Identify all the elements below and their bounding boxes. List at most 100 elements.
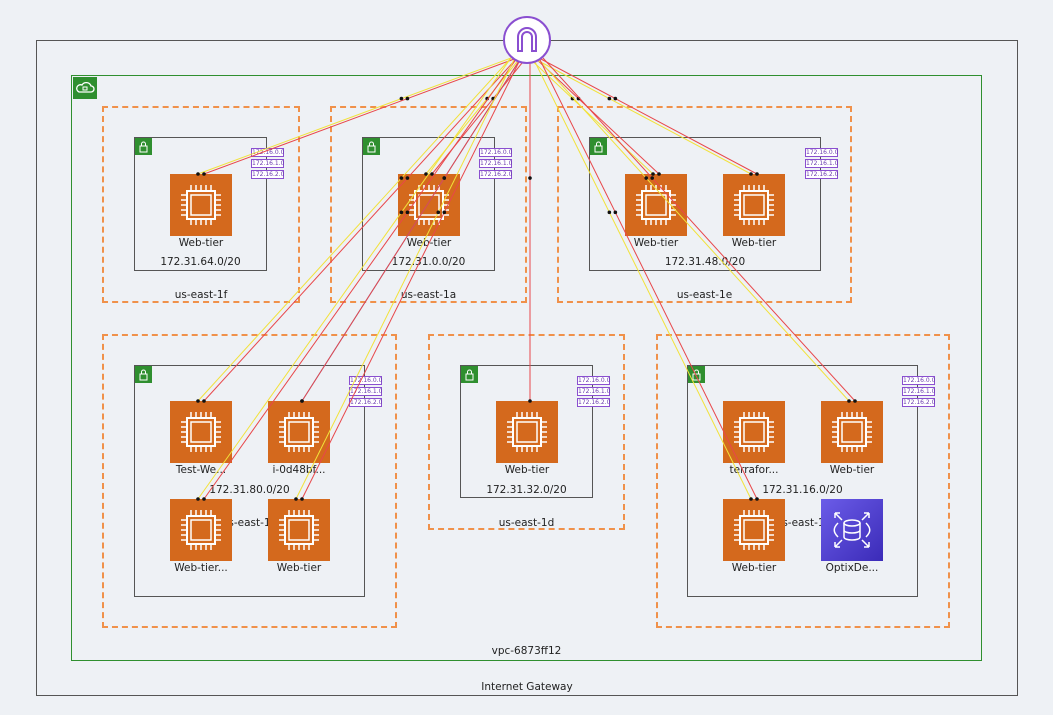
route-arrow-marker <box>528 399 532 403</box>
availability-zone-1f[interactable] <box>102 106 300 303</box>
route-table-entry: 172.16.1.0 <box>479 159 513 168</box>
instance-label: Web-tier <box>633 237 679 249</box>
subnet-lock-icon <box>461 366 478 383</box>
subnet-1a[interactable] <box>362 137 495 271</box>
ec2-instance-icon[interactable] <box>723 401 785 463</box>
instance-label: Web-tier <box>504 464 550 476</box>
route-arrow-marker <box>749 172 753 176</box>
route-line <box>542 57 856 402</box>
instance-label: terrafor... <box>729 464 779 476</box>
ec2-instance-icon[interactable] <box>723 499 785 561</box>
route-table-entry: 172.16.0.0 <box>349 376 383 385</box>
route-arrow-marker <box>300 497 304 501</box>
availability-zone-1e[interactable] <box>557 106 852 303</box>
availability-zone-1d[interactable] <box>428 334 625 530</box>
route-table-entry: 172.16.1.0 <box>805 159 839 168</box>
ec2-instance-icon[interactable] <box>398 174 460 236</box>
vpc-container[interactable] <box>71 75 982 661</box>
availability-zone-1a[interactable] <box>330 106 527 303</box>
availability-zone-label: us-east-1e <box>676 289 733 301</box>
route-arrow-marker <box>196 172 200 176</box>
vpc-cloud-lock-icon <box>73 77 97 99</box>
instance-label: Web-tier... <box>174 562 228 574</box>
route-arrow-marker <box>607 210 612 215</box>
route-arrow-marker <box>436 210 441 215</box>
route-table-entry: 172.16.0.0 <box>577 376 611 385</box>
route-line <box>532 57 752 500</box>
ec2-instance-icon[interactable] <box>268 401 330 463</box>
subnet-1d[interactable] <box>460 365 593 498</box>
ec2-instance-icon[interactable] <box>268 499 330 561</box>
route-table-entry: 172.16.2.0 <box>902 398 936 407</box>
route-line <box>203 57 518 500</box>
route-line <box>295 57 516 500</box>
availability-zone-label: us-east-1c <box>775 517 831 529</box>
instance-label: Web-tier <box>731 562 777 574</box>
internet-gateway-label: Internet Gateway <box>481 681 573 693</box>
route-arrow-marker <box>196 399 200 403</box>
instance-label: Web-tier <box>731 237 777 249</box>
route-table[interactable]: 172.16.0.0 172.16.1.0 172.16.2.0 <box>805 148 838 181</box>
availability-zone-label: us-east-1d <box>498 517 555 529</box>
route-table-entry: 172.16.2.0 <box>251 170 285 179</box>
route-arrow-marker <box>300 399 304 403</box>
subnet-cidr: 172.31.16.0/20 <box>762 484 843 496</box>
route-line <box>197 57 512 175</box>
route-arrow-marker <box>202 399 206 403</box>
availability-zone-label: us-east-1b <box>221 517 278 529</box>
subnet-lock-icon <box>135 138 152 155</box>
route-line <box>536 57 850 402</box>
route-arrow-marker <box>651 172 655 176</box>
availability-zone-1b[interactable] <box>102 334 397 628</box>
subnet-lock-icon <box>135 366 152 383</box>
subnet-1c[interactable] <box>687 365 918 597</box>
instance-label: Web-tier <box>276 562 322 574</box>
subnet-cidr: 172.31.64.0/20 <box>160 256 241 268</box>
route-arrow-marker <box>294 497 298 501</box>
ec2-instance-icon[interactable] <box>821 401 883 463</box>
route-arrow-marker <box>202 172 206 176</box>
route-line <box>528 57 654 175</box>
route-line <box>425 57 521 175</box>
route-table-entry: 172.16.2.0 <box>577 398 611 407</box>
instance-label: Web-tier <box>829 464 875 476</box>
ec2-instance-icon[interactable] <box>170 174 232 236</box>
ec2-instance-icon[interactable] <box>170 401 232 463</box>
ec2-instance-icon[interactable] <box>723 174 785 236</box>
route-line <box>532 57 752 175</box>
ec2-instance-icon[interactable] <box>170 499 232 561</box>
route-arrow-marker <box>847 399 851 403</box>
route-arrow-marker <box>424 172 428 176</box>
subnet-1b[interactable] <box>134 365 365 597</box>
route-arrow-marker <box>749 497 753 501</box>
route-table-entry: 172.16.2.0 <box>805 170 839 179</box>
instance-label: Test-We... <box>175 464 227 476</box>
route-arrow-marker <box>853 399 857 403</box>
route-line <box>197 57 512 500</box>
availability-zone-1c[interactable] <box>656 334 950 628</box>
rds-database-icon[interactable] <box>821 499 883 561</box>
route-line <box>538 57 758 175</box>
route-arrow-marker <box>613 96 618 101</box>
route-arrow-marker <box>528 176 532 180</box>
route-table-entry: 172.16.2.0 <box>479 170 513 179</box>
route-arrow-marker <box>644 176 648 180</box>
route-arrow-marker <box>755 172 759 176</box>
subnet-1e[interactable] <box>589 137 821 271</box>
internet-gateway-icon[interactable] <box>503 16 551 64</box>
subnet-lock-icon <box>590 138 607 155</box>
route-table-entry: 172.16.0.0 <box>902 376 936 385</box>
subnet-1f[interactable] <box>134 137 267 271</box>
subnet-cidr: 172.31.80.0/20 <box>209 484 290 496</box>
route-table-entry: 172.16.0.0 <box>805 148 839 157</box>
route-table-entry: 172.16.1.0 <box>251 159 285 168</box>
subnet-cidr: 172.31.0.0/20 <box>391 256 466 268</box>
instance-label: OptixDe... <box>825 562 879 574</box>
ec2-instance-icon[interactable] <box>496 401 558 463</box>
